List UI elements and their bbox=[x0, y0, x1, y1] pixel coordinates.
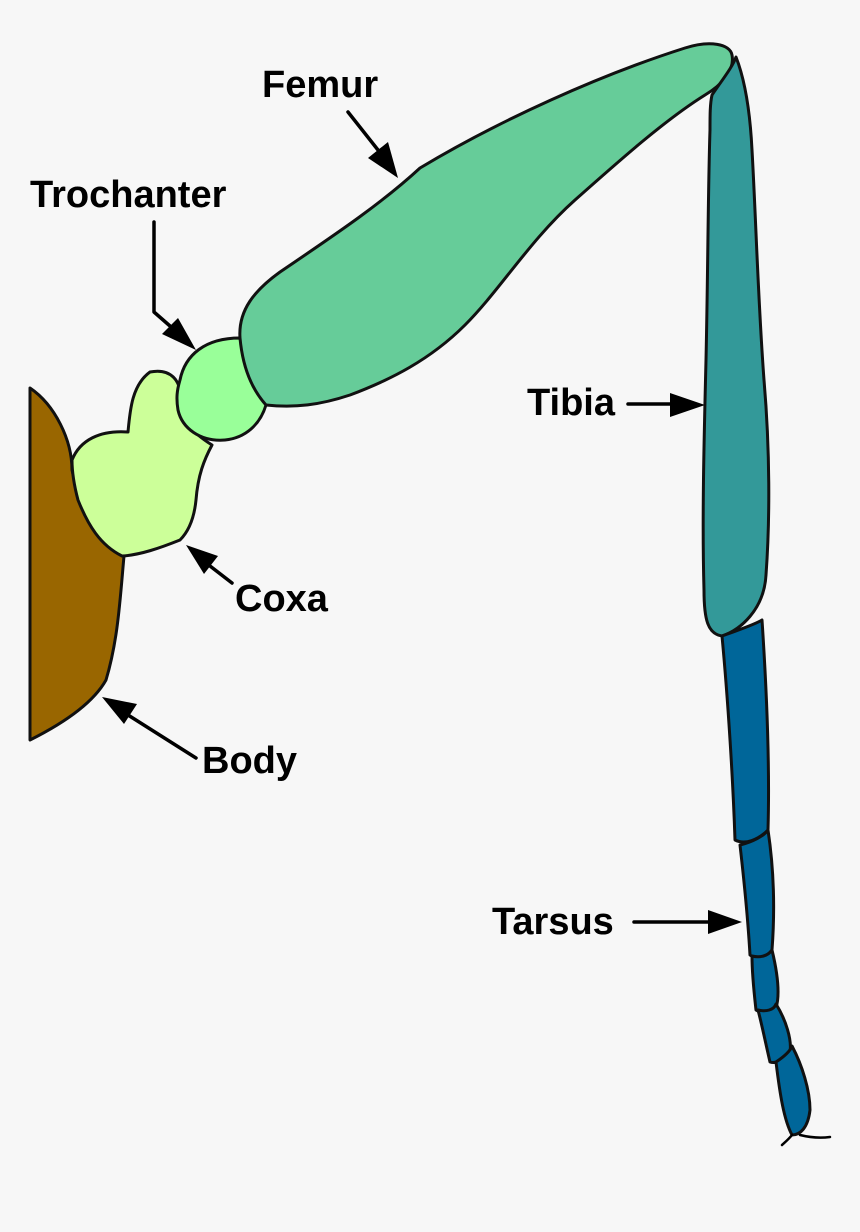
tarsal-claw bbox=[780, 1133, 832, 1147]
tarsus-label: Tarsus bbox=[492, 901, 614, 943]
trochanter-label: Trochanter bbox=[30, 174, 227, 216]
coxa-segment bbox=[70, 369, 214, 558]
coxa-arrow bbox=[186, 545, 234, 585]
tibia-segment bbox=[701, 55, 771, 638]
tarsus-segment-3 bbox=[750, 948, 780, 1014]
trochanter-arrow bbox=[152, 220, 196, 350]
tibia-label: Tibia bbox=[527, 382, 616, 424]
coxa-label: Coxa bbox=[235, 578, 329, 620]
femur-arrow bbox=[346, 110, 398, 178]
tibia-arrow bbox=[626, 393, 705, 417]
tarsus-segment-5 bbox=[774, 1044, 812, 1137]
body-arrow bbox=[102, 697, 198, 760]
tarsus-segment-1 bbox=[720, 618, 771, 844]
tarsus-arrow bbox=[632, 910, 742, 934]
femur-label: Femur bbox=[262, 64, 378, 106]
femur-segment bbox=[238, 42, 734, 408]
tarsus-segment-2 bbox=[738, 828, 776, 960]
body-label: Body bbox=[202, 740, 297, 782]
